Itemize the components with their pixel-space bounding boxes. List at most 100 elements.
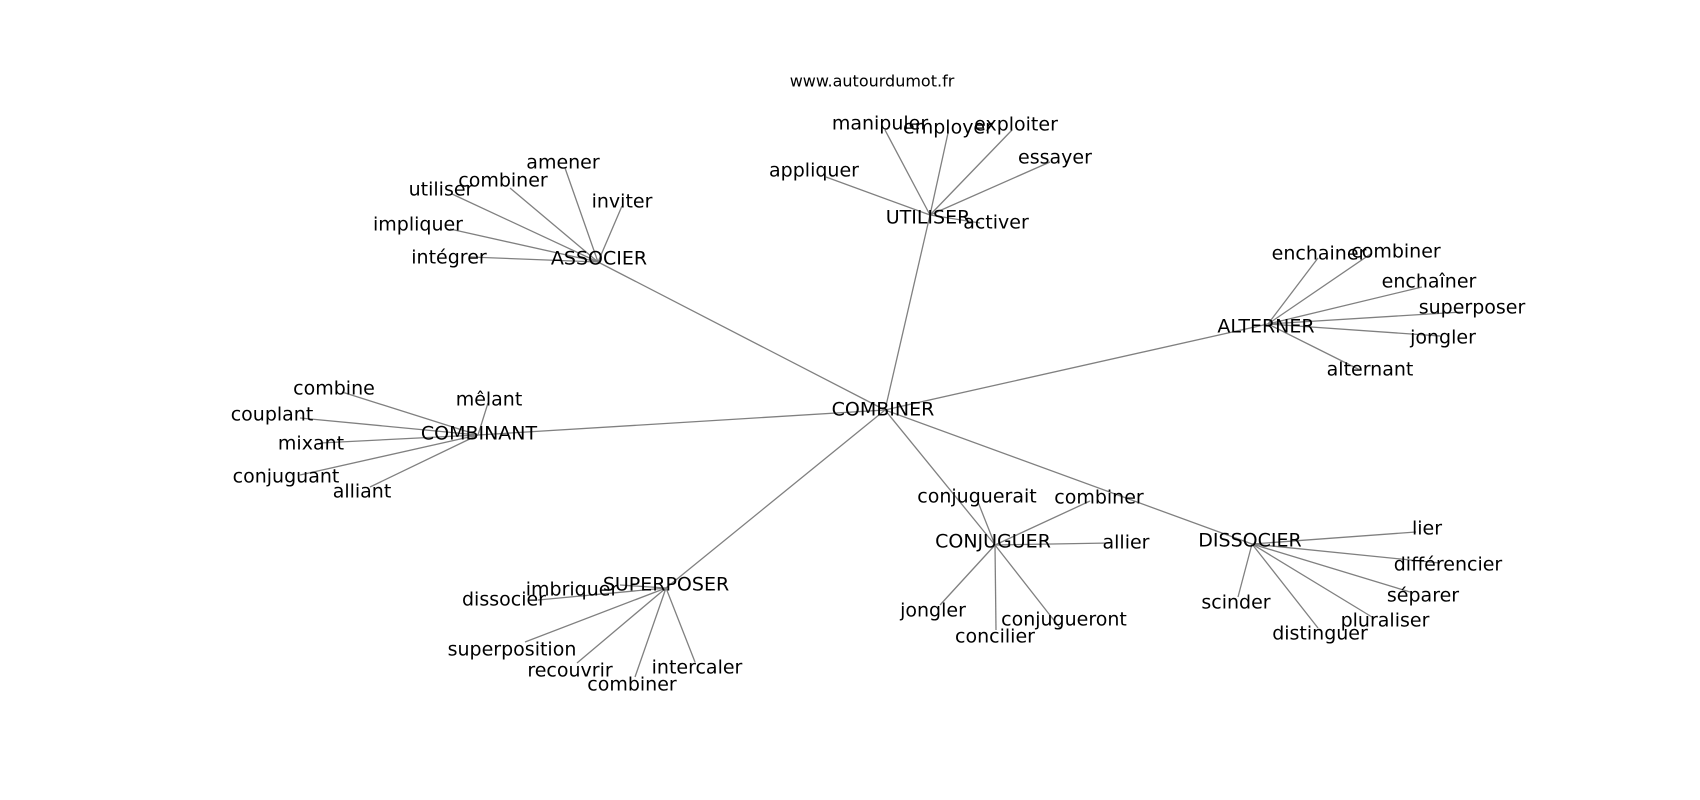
word-associer-0: amener xyxy=(526,152,600,174)
word-associer-2: utiliser xyxy=(409,179,474,201)
edge-combinant-1 xyxy=(477,402,489,436)
edge-dissocier-4 xyxy=(1251,543,1319,629)
edge-superposer-2 xyxy=(524,587,667,643)
word-dissocier-3: pluraliser xyxy=(1341,610,1430,632)
edge-associer-1 xyxy=(509,187,599,263)
edge-utiliser-3 xyxy=(929,161,1051,216)
edge-utiliser-0 xyxy=(884,129,931,216)
edge-center-associer xyxy=(597,261,886,411)
word-superposer-4: combiner xyxy=(587,674,677,696)
graph-edges xyxy=(299,129,1463,678)
word-associer-1: combiner xyxy=(458,170,548,192)
edge-associer-0 xyxy=(564,167,599,263)
word-alterner-1: combiner xyxy=(1351,241,1441,263)
word-utiliser-4: appliquer xyxy=(769,160,859,182)
hub-word-dissocier: DISSOCIER xyxy=(1198,530,1301,552)
edge-center-conjuguer xyxy=(884,409,996,546)
word-superposer-2: superposition xyxy=(448,639,577,661)
edge-combinant-3 xyxy=(319,434,479,444)
edge-associer-5 xyxy=(469,256,599,263)
edge-center-dissocier xyxy=(884,409,1253,545)
word-superposer-0: imbriquer xyxy=(526,579,619,601)
hub-word-superposer: SUPERPOSER xyxy=(603,574,729,596)
edge-associer-2 xyxy=(451,193,599,263)
hub-word-alterner: ALTERNER xyxy=(1217,316,1314,338)
edge-utiliser-1 xyxy=(929,132,949,216)
edge-superposer-0 xyxy=(619,584,667,589)
word-dissocier-0: lier xyxy=(1412,518,1442,540)
word-combinant-0: combine xyxy=(293,378,375,400)
edge-superposer-3 xyxy=(576,587,667,664)
edge-superposer-4 xyxy=(634,587,667,678)
edge-conjuguer-2 xyxy=(994,542,1111,546)
edge-conjuguer-1 xyxy=(994,500,1091,546)
word-alterner-3: superposer xyxy=(1419,297,1526,319)
word-utiliser-5: activer xyxy=(963,212,1029,234)
word-dissocier-1: différencier xyxy=(1394,554,1503,576)
edge-combinant-2 xyxy=(299,417,479,436)
edge-combinant-4 xyxy=(299,434,479,476)
word-combinant-5: alliant xyxy=(333,481,392,503)
edge-utiliser-2 xyxy=(929,129,1013,216)
word-alterner-2: enchaîner xyxy=(1382,271,1477,293)
edge-center-alterner xyxy=(884,323,1269,411)
edge-utiliser-5 xyxy=(929,214,981,224)
hub-word-utiliser: UTILISER xyxy=(886,207,971,229)
edge-dissocier-3 xyxy=(1251,543,1373,618)
edge-alterner-1 xyxy=(1267,252,1373,325)
word-conjuguer-3: jongler xyxy=(899,600,966,622)
edge-dissocier-2 xyxy=(1251,543,1411,593)
edge-alterner-4 xyxy=(1267,323,1441,337)
edge-superposer-1 xyxy=(537,587,667,601)
edge-dissocier-1 xyxy=(1251,543,1441,564)
edge-associer-3 xyxy=(597,205,623,263)
word-superposer-1: dissocier xyxy=(462,589,546,611)
edge-alterner-5 xyxy=(1267,323,1361,371)
word-conjuguer-1: combiner xyxy=(1054,487,1144,509)
word-conjuguer-5: concilier xyxy=(955,626,1035,648)
edge-alterner-3 xyxy=(1267,311,1463,325)
edge-alterner-0 xyxy=(1267,257,1319,325)
edge-dissocier-0 xyxy=(1251,531,1417,545)
word-dissocier-4: distinguer xyxy=(1272,623,1368,645)
edge-superposer-5 xyxy=(665,587,696,663)
edge-center-utiliser xyxy=(884,214,931,411)
edge-utiliser-4 xyxy=(825,176,931,216)
edge-center-superposer xyxy=(665,409,886,589)
word-utiliser-2: exploiter xyxy=(974,114,1058,136)
word-associer-4: impliquer xyxy=(373,214,463,236)
word-dissocier-2: séparer xyxy=(1387,585,1459,607)
edge-conjuguer-0 xyxy=(977,501,996,546)
word-alterner-4: jongler xyxy=(1409,327,1476,349)
word-superposer-3: recouvrir xyxy=(527,660,613,682)
word-superposer-5: intercaler xyxy=(652,657,743,679)
site-url: www.autourdumot.fr xyxy=(790,72,955,91)
word-alterner-0: enchainer xyxy=(1272,243,1367,265)
edge-combinant-5 xyxy=(369,434,479,488)
word-dissocier-5: scinder xyxy=(1201,592,1270,614)
word-utiliser-0: manipuler xyxy=(832,113,929,135)
edge-dissocier-5 xyxy=(1237,543,1253,598)
word-utiliser-3: essayer xyxy=(1018,147,1092,169)
word-utiliser-1: employer xyxy=(903,117,993,139)
word-conjuguer-0: conjuguerait xyxy=(917,486,1036,508)
word-combinant-4: conjuguant xyxy=(233,466,340,488)
edge-associer-4 xyxy=(449,228,599,263)
word-conjuguer-4: conjugueront xyxy=(1001,609,1127,631)
word-alterner-5: alternant xyxy=(1327,359,1414,381)
hub-word-combinant: COMBINANT xyxy=(421,423,538,445)
hub-word-associer: ASSOCIER xyxy=(551,248,647,270)
edge-combinant-0 xyxy=(341,391,479,436)
word-combinant-2: couplant xyxy=(231,404,314,426)
edge-conjuguer-4 xyxy=(994,544,1061,629)
word-conjuguer-2: allier xyxy=(1103,532,1150,554)
word-associer-5: intégrer xyxy=(411,247,487,269)
center-word: COMBINER xyxy=(832,399,935,421)
edge-center-combinant xyxy=(477,409,886,436)
word-combinant-1: mêlant xyxy=(456,389,523,411)
edge-conjuguer-5 xyxy=(994,544,997,631)
word-combinant-3: mixant xyxy=(278,433,344,455)
word-associer-3: inviter xyxy=(592,191,653,213)
